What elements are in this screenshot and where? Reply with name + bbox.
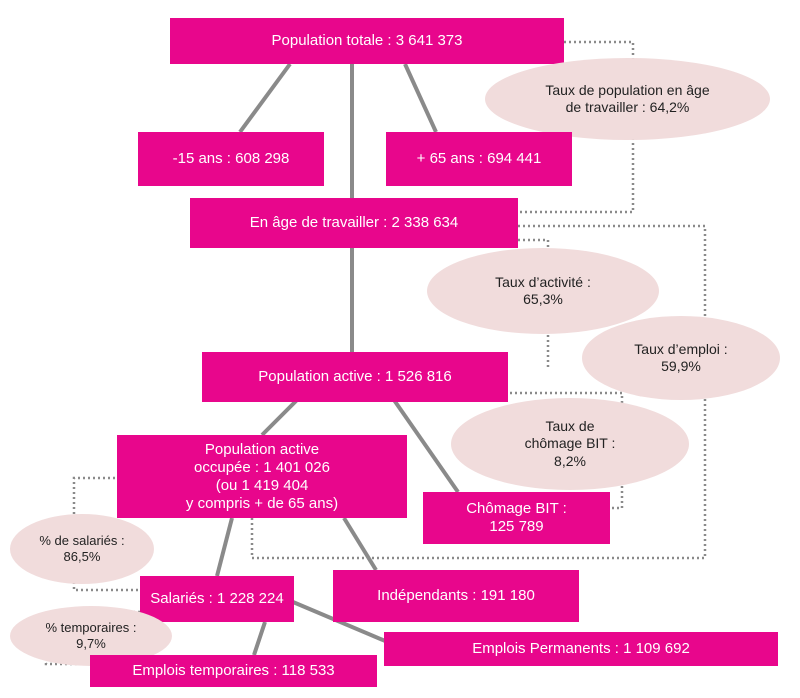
box-population-active-occupee: Population active occupée : 1 401 026 (o… (117, 435, 407, 518)
label-emplois-permanents: Emplois Permanents : 1 109 692 (472, 640, 690, 657)
label-population-active-occupee: Population active occupée : 1 401 026 (o… (185, 440, 339, 512)
label-taux-emploi: Taux d’emploi : 59,9% (634, 340, 728, 375)
ellipse-taux-age-travailler: Taux de population en âge de travailler … (485, 58, 770, 140)
label-independants: Indépendants : 191 180 (377, 587, 535, 604)
ellipse-taux-activite: Taux d’activité : 65,3% (427, 248, 659, 334)
label-population-totale: Population totale : 3 641 373 (271, 32, 463, 49)
label-chomage-bit: Chômage BIT : 125 789 (466, 500, 567, 535)
box-chomage-bit: Chômage BIT : 125 789 (423, 492, 610, 544)
line-active-to-chomage (392, 398, 460, 494)
label-plus-65-ans: + 65 ans : 694 441 (416, 150, 542, 167)
label-taux-chomage: Taux de chômage BIT : 8,2% (524, 417, 616, 469)
dotted-taux-emploi (250, 224, 707, 560)
label-taux-age-travailler: Taux de population en âge de travailler … (545, 81, 710, 116)
label-moins-15-ans: -15 ans : 608 298 (172, 150, 290, 167)
line-occupee-to-salaries (215, 517, 234, 577)
box-independants: Indépendants : 191 180 (333, 570, 579, 622)
box-emplois-permanents: Emplois Permanents : 1 109 692 (384, 632, 778, 666)
box-salaries: Salariés : 1 228 224 (140, 576, 294, 622)
ellipse-taux-chomage: Taux de chômage BIT : 8,2% (451, 398, 689, 490)
ellipse-taux-emploi: Taux d’emploi : 59,9% (582, 316, 780, 400)
label-age-travailler: En âge de travailler : 2 338 634 (249, 214, 459, 231)
line-total-to-plus65 (403, 63, 438, 133)
label-taux-activite: Taux d’activité : 65,3% (495, 273, 591, 308)
line-active-to-occupee (260, 398, 299, 437)
line-salaries-to-permanents (292, 600, 398, 648)
box-moins-15-ans: -15 ans : 608 298 (138, 132, 324, 186)
line-total-to-moins15 (238, 62, 292, 134)
dotted-taux-age (518, 40, 635, 214)
label-emplois-temporaires: Emplois temporaires : 118 533 (132, 662, 335, 679)
label-population-active: Population active : 1 526 816 (258, 368, 452, 385)
box-population-totale: Population totale : 3 641 373 (170, 18, 564, 64)
label-pct-temporaires: % temporaires : 9,7% (45, 619, 137, 651)
box-emplois-temporaires: Emplois temporaires : 118 533 (90, 655, 377, 687)
box-age-travailler: En âge de travailler : 2 338 634 (190, 198, 518, 248)
line-salaries-to-temporaires (252, 621, 267, 656)
label-salaries: Salariés : 1 228 224 (150, 590, 284, 607)
box-population-active: Population active : 1 526 816 (202, 352, 508, 402)
dotted-taux-chomage (510, 391, 624, 510)
label-pct-salaries: % de salariés : 86,5% (39, 532, 125, 564)
ellipse-pct-salaries: % de salariés : 86,5% (10, 514, 154, 584)
box-plus-65-ans: + 65 ans : 694 441 (386, 132, 572, 186)
line-occupee-to-independants (342, 516, 378, 572)
